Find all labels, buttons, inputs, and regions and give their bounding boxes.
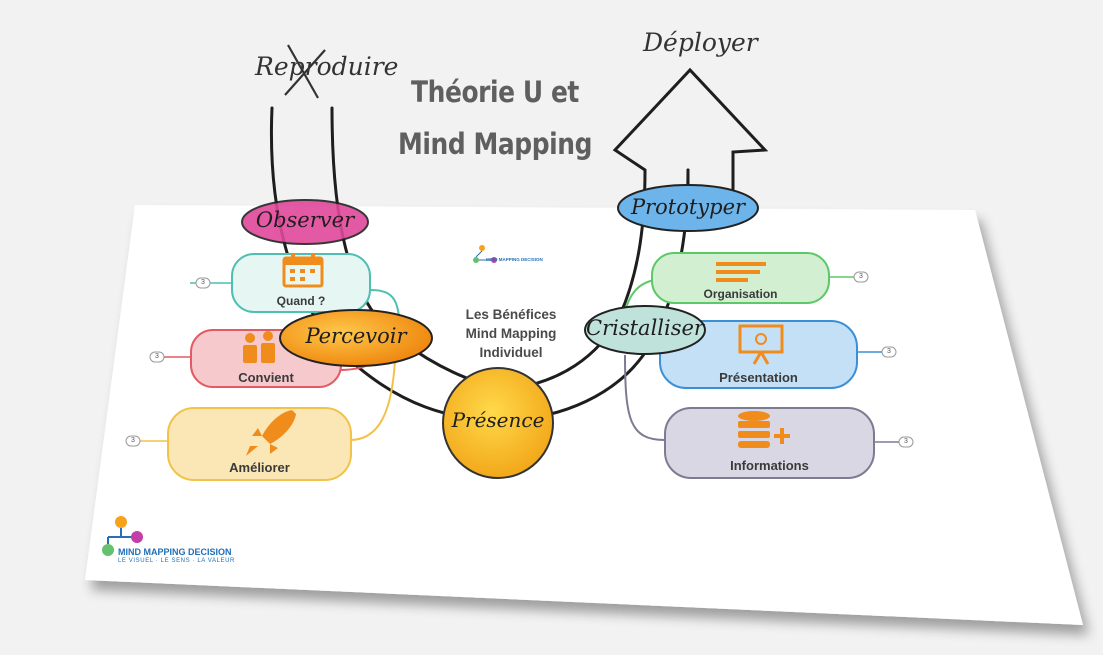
list-icon: [716, 262, 766, 282]
brand-logo-small: [473, 245, 497, 263]
cross-out-mark: [284, 44, 326, 99]
count-informations: 3: [904, 438, 908, 445]
deploy-label: Déployer: [643, 28, 758, 57]
calendar-icon: [282, 254, 324, 288]
node-quand-label: Quand ?: [276, 294, 326, 308]
stage-percevoir-label: Percevoir: [305, 324, 407, 348]
title-line-1: Théorie U et: [411, 75, 579, 109]
presentation-board-icon: [738, 324, 784, 365]
central-topic-line-2: Mind Mapping: [465, 326, 557, 341]
count-convient: 3: [155, 353, 159, 360]
reproduce-label: Reproduire: [255, 52, 399, 81]
stage-prototyper-shape: [617, 184, 759, 232]
title-line-2: Mind Mapping: [397, 127, 593, 161]
node-quand[interactable]: [190, 253, 371, 313]
stage-presence-shape: [442, 367, 554, 479]
node-presentation-label: Présentation: [719, 370, 798, 385]
central-topic[interactable]: Les Bénéfices Mind Mapping Individuel: [426, 305, 596, 362]
central-topic-line-3: Individuel: [479, 345, 543, 360]
node-organisation[interactable]: [651, 252, 860, 304]
count-bubbles: [125, 271, 914, 448]
node-ameliorer[interactable]: [128, 407, 352, 481]
people-icon: [243, 331, 275, 363]
database-add-icon: [738, 411, 790, 448]
node-convient-label: Convient: [238, 370, 294, 385]
stage-cristalliser-shape: [584, 305, 706, 355]
central-topic-line-1: Les Bénéfices: [465, 307, 557, 322]
brand-logo: [98, 512, 230, 570]
brand-name: MIND MAPPING DECISION: [118, 547, 232, 557]
stage-cristalliser-label: Cristalliser: [586, 316, 704, 340]
brand-name-small: MIND MAPPING DECISION: [486, 257, 543, 262]
node-ameliorer-label: Améliorer: [229, 460, 290, 475]
count-quand: 3: [201, 279, 205, 286]
stage-observer-label: Observer: [255, 208, 355, 232]
brand-tagline: LE VISUEL · LE SENS · LA VALEUR: [118, 558, 235, 564]
stage-observer-shape: [241, 199, 369, 245]
count-presentation: 3: [887, 348, 891, 355]
count-organisation: 3: [859, 273, 863, 280]
node-informations[interactable]: [664, 407, 903, 479]
page-title: Théorie U et Mind Mapping: [396, 66, 594, 170]
node-organisation-label: Organisation: [703, 287, 778, 301]
rocket-icon: [246, 410, 296, 456]
node-informations-label: Informations: [730, 458, 809, 473]
stage-presence-label: Présence: [451, 408, 545, 432]
node-presentation[interactable]: [659, 320, 884, 389]
stage-prototyper-label: Prototyper: [630, 195, 746, 219]
count-ameliorer: 3: [131, 437, 135, 444]
stage-percevoir-shape: [279, 309, 433, 367]
